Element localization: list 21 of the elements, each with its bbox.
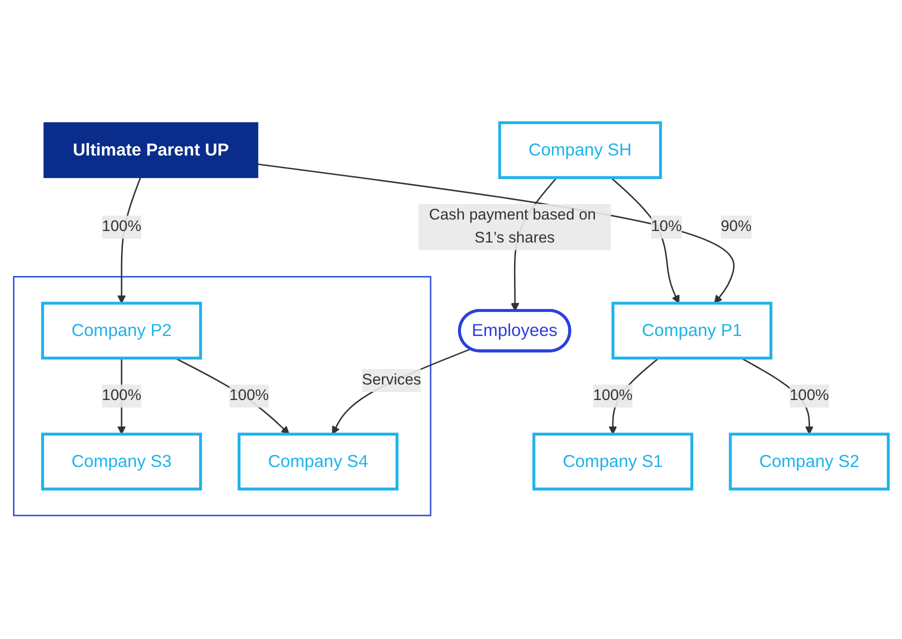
arrow bbox=[174, 358, 290, 435]
cluster bbox=[13, 276, 432, 517]
edge-label: 100% bbox=[102, 388, 142, 404]
node-box bbox=[41, 433, 202, 491]
edge-label: 10% bbox=[650, 218, 682, 236]
edge-label: 90% bbox=[720, 218, 752, 236]
node-box bbox=[728, 433, 890, 491]
node-box bbox=[532, 433, 694, 491]
ownership-diagram: 100% Cash payment based on S1’s shares 10% 90% 100% 100% Services 100% 100% Ultimate Parent UP Company SH Company P2 Employees Company P1 Company S3 Company S4 Company S1 Company S2 bbox=[6, 115, 896, 524]
node-box bbox=[238, 433, 398, 491]
node-box bbox=[498, 122, 662, 180]
edge-label: 100% bbox=[790, 388, 830, 404]
edge-label: Services bbox=[362, 372, 422, 389]
edge-label: 100% bbox=[593, 388, 633, 404]
node-box bbox=[41, 302, 202, 360]
edge-label: 100% bbox=[102, 218, 142, 236]
arrow bbox=[332, 348, 472, 435]
node-box bbox=[44, 122, 258, 178]
edge-label: 100% bbox=[229, 388, 269, 404]
node-box bbox=[612, 302, 772, 360]
edge-label: Cash payment based on S1’s shares bbox=[428, 207, 596, 247]
